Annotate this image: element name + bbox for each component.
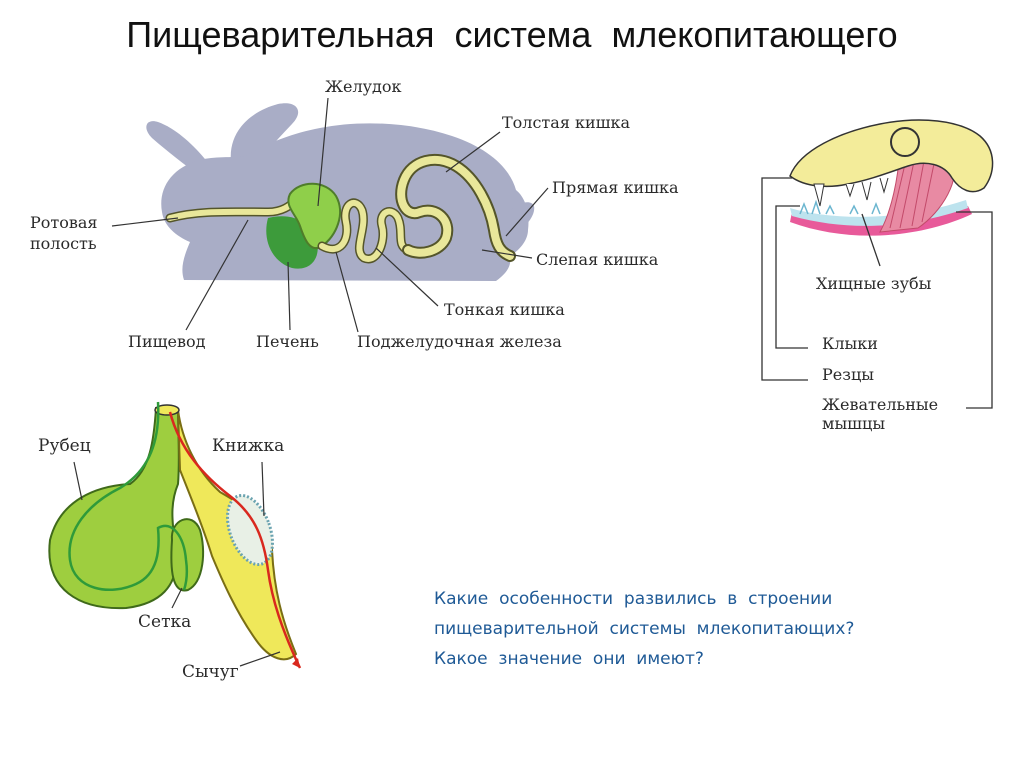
label-omasum: Книжка <box>212 436 285 456</box>
label-chewing-muscles-2: мышцы <box>822 414 886 433</box>
rabbit-diagram <box>111 97 549 333</box>
label-small-intestine: Тонкая кишка <box>444 300 565 319</box>
canine-tooth <box>813 183 825 207</box>
lower-jaw <box>790 206 972 236</box>
skull-brackets <box>761 177 993 409</box>
page-title: Пищеварительная система млекопитающего <box>126 14 898 55</box>
label-large-intestine: Толстая кишка <box>502 113 631 132</box>
label-mouth-cavity-1: Ротовая <box>30 213 98 232</box>
red-flow-arrow <box>168 411 302 669</box>
label-pancreas: Поджелудочная железа <box>357 332 562 351</box>
label-reticulum: Сетка <box>138 612 192 632</box>
label-rectum: Прямая кишка <box>552 178 679 197</box>
label-abomasum: Сычуг <box>182 662 239 682</box>
label-chewing-muscles-1: Жевательные <box>822 395 939 414</box>
label-esophagus: Пищевод <box>128 332 206 351</box>
rabbit-body <box>161 123 529 281</box>
label-stomach: Желудок <box>325 77 402 96</box>
label-liver: Печень <box>256 332 319 351</box>
label-cecum: Слепая кишка <box>536 250 659 269</box>
green-flow-arrow <box>68 401 189 592</box>
question-text: Какие особенности развились в строении п… <box>434 584 854 674</box>
skull <box>789 119 994 193</box>
label-carnassial-teeth: Хищные зубы <box>816 274 932 293</box>
ruminant-stomach-diagram <box>48 401 302 669</box>
label-mouth-cavity-2: полость <box>30 234 97 253</box>
label-canines: Клыки <box>822 334 878 353</box>
rabbit-leader-lines <box>111 97 549 333</box>
ruminant-leader-lines <box>73 461 281 667</box>
label-incisors: Резцы <box>822 365 874 384</box>
question-line-2: пищеварительной системы млекопитающих? <box>434 619 855 639</box>
skull-diagram <box>761 119 994 409</box>
question-line-1: Какие особенности развились в строении <box>434 589 833 609</box>
omasum-leaflets <box>226 493 274 567</box>
question-line-3: Какое значение они имеют? <box>434 649 704 669</box>
label-rumen: Рубец <box>38 436 91 456</box>
rumen <box>48 406 180 610</box>
